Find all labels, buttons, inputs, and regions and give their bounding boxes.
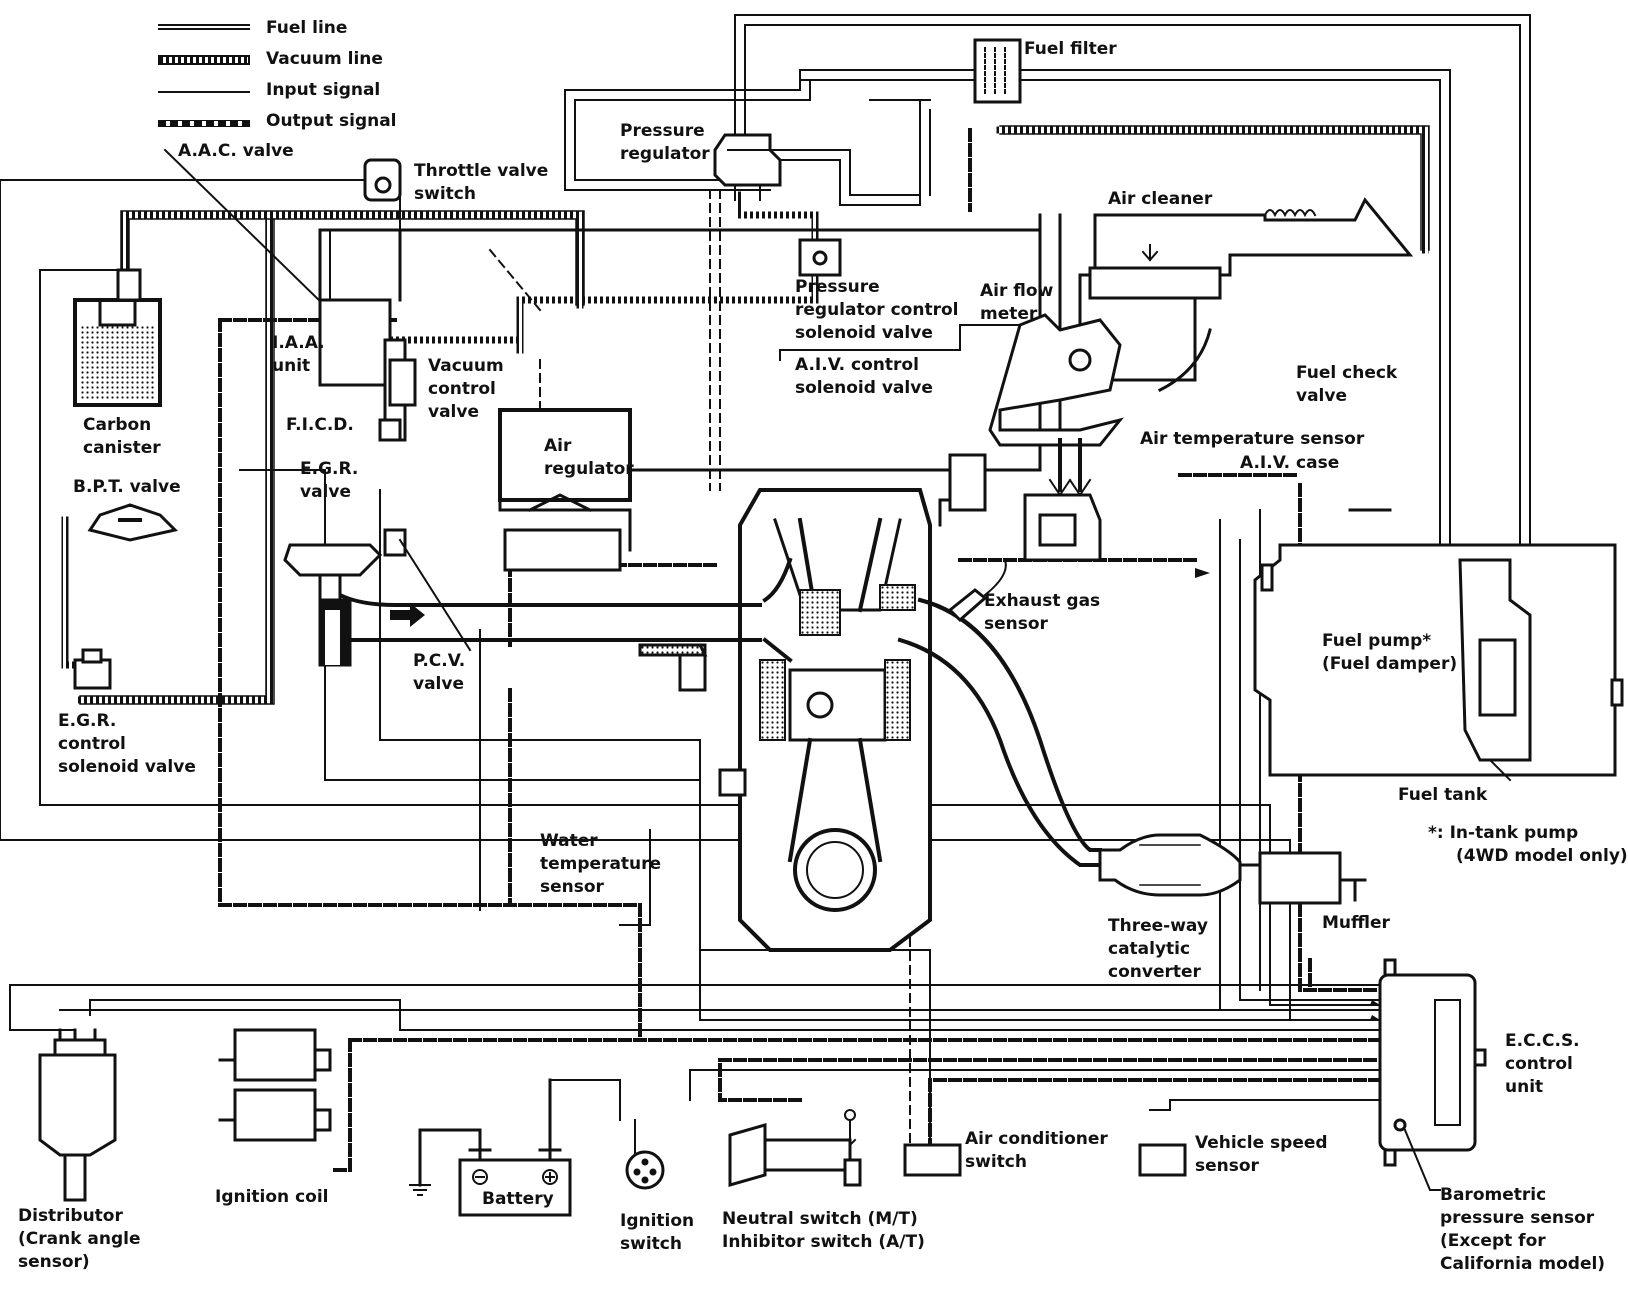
exhaust-pipe xyxy=(897,597,1102,867)
label-barometric-pressure-sensor: Barometric pressure sensor (Except for C… xyxy=(1440,1185,1606,1274)
label-ficd: F.I.C.D. xyxy=(286,415,354,435)
egr-solenoid-icon xyxy=(73,648,112,690)
air-regulator-icon xyxy=(498,408,632,572)
label-air-conditioner-switch: Air conditioner switch xyxy=(965,1129,1108,1172)
label-fuel-tank: Fuel tank xyxy=(1398,785,1488,805)
legend-label: Input signal xyxy=(266,80,381,100)
label-distributor: Distributor (Crank angle sensor) xyxy=(18,1206,141,1272)
label-three-way-catalytic-converter: Three-way catalytic converter xyxy=(1108,916,1208,982)
pcv-valve-icon xyxy=(383,528,472,652)
label-egr-control-solenoid-valve: E.G.R. control solenoid valve xyxy=(58,711,196,777)
ignition-coil-icon xyxy=(218,1028,332,1142)
label-vacuum-control-valve: Vacuum control valve xyxy=(428,356,504,422)
fuel-lines xyxy=(564,14,1531,581)
intake-runner xyxy=(337,557,793,663)
label-aac-valve: A.A.C. valve xyxy=(178,141,294,161)
legend-input-signal: Input signal xyxy=(158,80,398,104)
label-bpt-valve: B.P.T. valve xyxy=(73,477,181,497)
label-air-regulator: Air regulator xyxy=(544,436,634,479)
label-fuel-pump: Fuel pump* (Fuel damper) xyxy=(1322,631,1458,674)
label-ignition-coil: Ignition coil xyxy=(215,1187,329,1207)
label-water-temperature-sensor: Water temperature sensor xyxy=(540,831,662,897)
label-air-flow-meter: Air flow meter xyxy=(980,281,1054,324)
label-pressure-regulator: Pressure regulator xyxy=(620,121,710,164)
label-air-temperature-sensor: Air temperature sensor xyxy=(1140,429,1365,449)
label-fuel-check-valve: Fuel check valve xyxy=(1296,363,1398,406)
pressure-regulator-icon xyxy=(713,133,782,201)
label-aiv-control-solenoid-valve: A.I.V. control solenoid valve xyxy=(795,355,933,398)
label-neutral-inhibitor-switch: Neutral switch (M/T) Inhibitor switch (A… xyxy=(722,1209,925,1252)
exhaust-gas-sensor-icon xyxy=(947,558,1007,623)
output-signal-swatch xyxy=(158,120,250,127)
label-pcv-valve: P.C.V. valve xyxy=(413,651,466,694)
neutral-switch-icon xyxy=(728,1109,862,1187)
label-throttle-valve-switch: Throttle valve switch xyxy=(414,161,549,204)
label-exhaust-gas-sensor: Exhaust gas sensor xyxy=(984,591,1101,634)
label-vehicle-speed-sensor: Vehicle speed sensor xyxy=(1195,1133,1328,1176)
ficd-icon xyxy=(378,358,417,442)
catalytic-converter-icon xyxy=(1098,833,1262,897)
legend-fuel-line: Fuel line xyxy=(158,18,398,42)
label-fuel-filter: Fuel filter xyxy=(1024,39,1117,59)
legend-label: Vacuum line xyxy=(266,49,383,69)
label-in-tank-pump-note: *: In-tank pump (4WD model only) xyxy=(1428,823,1628,866)
label-battery: Battery xyxy=(482,1189,554,1209)
egr-valve-icon xyxy=(283,543,383,667)
legend-label: Fuel line xyxy=(266,18,348,38)
throttle-valve-switch-icon xyxy=(363,158,402,202)
ac-switch-icon xyxy=(903,1143,962,1177)
label-iaa-unit: I.A.A. unit xyxy=(272,333,325,376)
label-muffler: Muffler xyxy=(1322,913,1390,933)
bpt-valve-icon xyxy=(87,503,178,542)
fuel-pump-icon xyxy=(1458,558,1532,782)
air-flow-meter-icon xyxy=(988,313,1124,447)
legend-output-signal: Output signal xyxy=(158,111,398,135)
label-pressure-regulator-control-solenoid-valve: Pressure regulator control solenoid valv… xyxy=(795,277,959,343)
aiv-solenoid-icon xyxy=(938,453,987,527)
water-temp-sensor-icon xyxy=(638,643,747,797)
engine-block xyxy=(738,488,932,952)
fuel-filter-icon xyxy=(973,38,1022,104)
legend-vacuum-line: Vacuum line xyxy=(158,49,398,73)
label-air-cleaner: Air cleaner xyxy=(1108,189,1213,209)
prc-solenoid-icon xyxy=(798,238,842,277)
vacuum-line-swatch xyxy=(158,55,250,65)
vacuum-line-borders xyxy=(79,125,1430,705)
fuel-line-swatch xyxy=(158,24,250,30)
speed-sensor-icon xyxy=(1138,1143,1187,1177)
air-cleaner-icon xyxy=(1078,197,1414,393)
label-aiv-case: A.I.V. case xyxy=(1240,453,1340,473)
label-carbon-canister: Carbon canister xyxy=(83,415,161,458)
carbon-canister-icon xyxy=(73,268,162,407)
legend-label: Output signal xyxy=(266,111,397,131)
battery-icon xyxy=(409,1078,572,1217)
eccs-control-unit-icon xyxy=(1378,958,1487,1191)
input-signal-swatch xyxy=(158,91,250,93)
aiv-case-icon xyxy=(1023,438,1102,562)
label-ignition-switch: Ignition switch xyxy=(620,1211,695,1254)
ignition-switch-icon xyxy=(625,1150,665,1190)
muffler-icon xyxy=(1258,851,1367,905)
flow-arrow xyxy=(390,568,1380,1020)
label-egr-valve: E.G.R. valve xyxy=(300,459,359,502)
label-eccs-control-unit: E.C.C.S. control unit xyxy=(1505,1031,1580,1097)
distributor-icon xyxy=(38,1028,117,1202)
